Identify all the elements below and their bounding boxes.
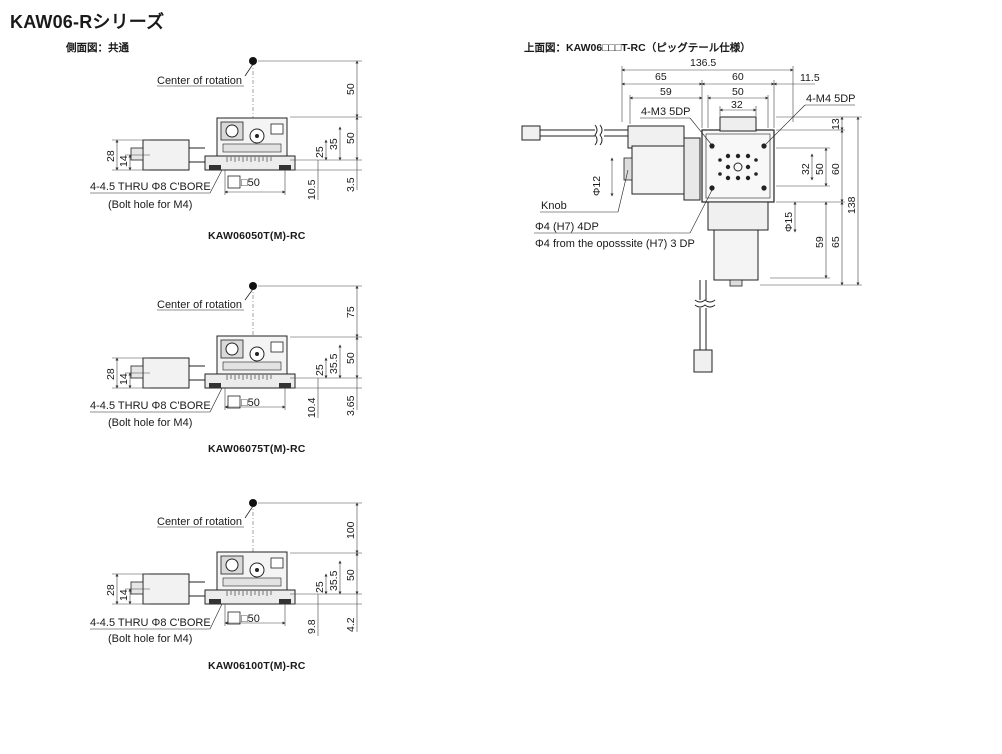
dim-top-r65: 65: [830, 236, 842, 248]
dim-top-50: 50: [732, 86, 744, 98]
dim-top-total: 136.5: [690, 57, 716, 69]
dim-top-phi12: Φ12: [591, 176, 603, 196]
dim-100-v28: 28: [105, 584, 117, 596]
top-view: 136.5 65 60 11.5 59 50 32 13 32 50: [521, 57, 862, 373]
dim-050-d25: 25: [314, 146, 326, 158]
label-m4: 4-M4 5DP: [806, 93, 856, 105]
bolt-label-050: 4-4.5 THRU Φ8 C'BORE: [90, 181, 211, 193]
dim-075-d25: 25: [314, 364, 326, 376]
dim-050-d35: 35: [328, 138, 340, 150]
side-view-100: Center of rotation 100 50 35.5 25: [90, 499, 362, 645]
dim-050-h50: 50: [345, 132, 357, 144]
center-label-075: Center of rotation: [157, 299, 242, 311]
dim-top-59: 59: [660, 86, 672, 98]
center-label-050: Center of rotation: [157, 75, 242, 87]
center-label-100: Center of rotation: [157, 516, 242, 528]
dim-100-top: 100: [345, 521, 357, 539]
dim-top-r138: 138: [846, 196, 858, 214]
dim-050-v28: 28: [105, 150, 117, 162]
dim-100-d35: 35.5: [328, 570, 340, 591]
dim-075-d35b: 3.65: [345, 395, 357, 416]
dim-050-d105: 10.5: [306, 179, 318, 200]
dim-top-r59: 59: [814, 236, 826, 248]
bolt-label-100: 4-4.5 THRU Φ8 C'BORE: [90, 617, 211, 629]
dim-050-v14: 14: [118, 155, 130, 167]
dim-100-d35b: 4.2: [345, 617, 357, 632]
dim-top-115: 11.5: [800, 72, 820, 84]
dim-100-d105: 9.8: [306, 619, 318, 634]
dim-050-top: 50: [345, 83, 357, 95]
dim-top-r32: 32: [800, 163, 812, 175]
page-title: KAW06-Rシリーズ: [10, 12, 165, 32]
dim-075-h50: 50: [345, 352, 357, 364]
dim-100-v14: 14: [118, 589, 130, 601]
dim-100-sq: □50: [241, 613, 260, 625]
label-h7b: Φ4 from the oposssite (H7) 3 DP: [535, 238, 695, 250]
label-h7a: Φ4 (H7) 4DP: [535, 221, 599, 233]
side-view-050: Center of rotation 50 50 35 25: [90, 57, 362, 211]
dim-075-top: 75: [345, 306, 357, 318]
dim-top-60: 60: [732, 71, 744, 83]
dim-075-d105: 10.4: [306, 397, 318, 418]
bolt-note-100: (Bolt hole for M4): [108, 633, 192, 645]
dim-100-h50: 50: [345, 569, 357, 581]
side-view-label: 側面図：共通: [66, 42, 129, 54]
dim-050-d35b: 3.5: [345, 177, 357, 192]
caption-100: KAW06100T(M)-RC: [208, 660, 306, 672]
label-knob: Knob: [541, 200, 567, 212]
bolt-label-075: 4-4.5 THRU Φ8 C'BORE: [90, 400, 211, 412]
dim-top-phi15: Φ15: [783, 212, 795, 232]
bolt-note-075: (Bolt hole for M4): [108, 417, 192, 429]
dim-050-sq: □50: [241, 177, 260, 189]
dim-075-d35: 35.5: [328, 353, 340, 374]
dim-075-v14: 14: [118, 373, 130, 385]
label-m3: 4-M3 5DP: [641, 106, 691, 118]
bolt-note-050: (Bolt hole for M4): [108, 199, 192, 211]
dim-top-32: 32: [731, 99, 743, 111]
dim-075-sq: □50: [241, 397, 260, 409]
caption-075: KAW06075T(M)-RC: [208, 443, 306, 455]
caption-050: KAW06050T(M)-RC: [208, 230, 306, 242]
dim-top-r13: 13: [830, 118, 842, 130]
dim-top-r50: 50: [814, 163, 826, 175]
side-view-075: Center of rotation 75 50 35.5 25 2: [90, 282, 362, 429]
dim-100-d25: 25: [314, 581, 326, 593]
dim-075-v28: 28: [105, 368, 117, 380]
top-view-label: 上面図：KAW06□□□T-RC（ピッグテール仕様）: [524, 42, 751, 54]
dim-top-r60: 60: [830, 163, 842, 175]
dim-top-65: 65: [655, 71, 667, 83]
